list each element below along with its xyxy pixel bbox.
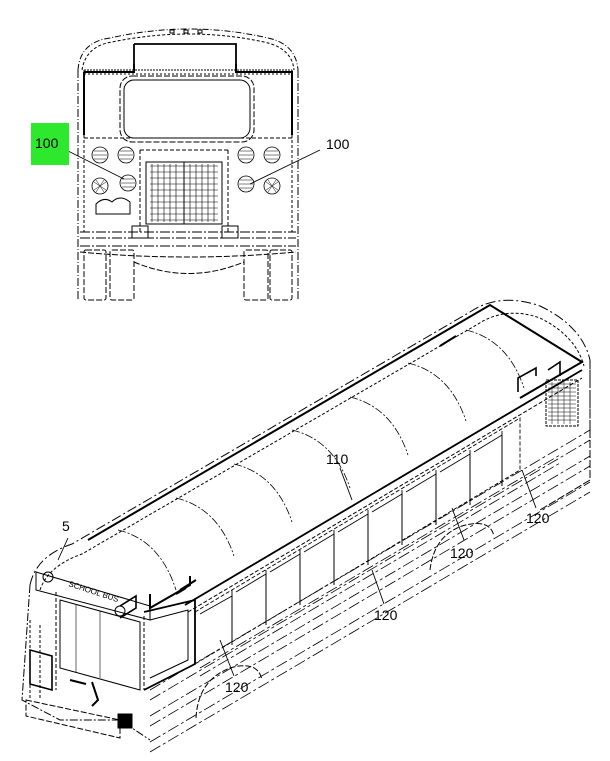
side-windows [194, 417, 521, 665]
leader-side-rear [521, 469, 537, 509]
leader-front-left [65, 149, 125, 180]
front-grille [139, 149, 229, 232]
leader-side-mid-rear [451, 507, 465, 541]
front-emblem-plate [95, 197, 131, 215]
side-rub-rails [149, 429, 591, 753]
callout-120-side-front[interactable]: 120 [225, 679, 249, 695]
callout-100-front-left[interactable]: 100 [31, 123, 69, 165]
leader-front-right [249, 149, 321, 185]
callout-120-side-mid-rear[interactable]: 120 [450, 545, 474, 561]
front-wheels [83, 249, 293, 301]
callout-100-front-right[interactable]: 100 [326, 136, 350, 152]
callout-5-windshield[interactable]: 5 [62, 518, 70, 534]
leader-side-front [219, 639, 235, 677]
front-destination-window [123, 79, 251, 139]
front-lights-right [237, 146, 281, 195]
roof-side-edge [184, 369, 583, 606]
front-body-outline [77, 70, 299, 300]
isometric-view: SCHOOL BUS [21, 299, 591, 753]
callout-110-roof[interactable]: 110 [326, 451, 349, 467]
front-roof-outline [77, 28, 299, 71]
front-view [65, 28, 321, 301]
wheel-wells [195, 523, 495, 719]
rear-end [539, 360, 591, 511]
roof-outline [29, 299, 591, 586]
front-roof-hatch [133, 43, 237, 70]
roof-panel-frame [87, 303, 584, 591]
front-bumper [79, 225, 297, 258]
entrance-door-iso [143, 598, 196, 691]
roof-bows [117, 329, 525, 591]
leader-side-mid [371, 569, 385, 605]
front-windshield-frame [83, 64, 293, 135]
front-lights-left [91, 146, 137, 195]
callout-120-side-mid[interactable]: 120 [374, 607, 398, 623]
leader-roof [339, 467, 353, 501]
callout-120-side-rear[interactable]: 120 [526, 510, 550, 526]
leader-windshield [57, 537, 69, 561]
bus-front-end [21, 571, 196, 741]
front-windshield-iso [59, 599, 141, 691]
